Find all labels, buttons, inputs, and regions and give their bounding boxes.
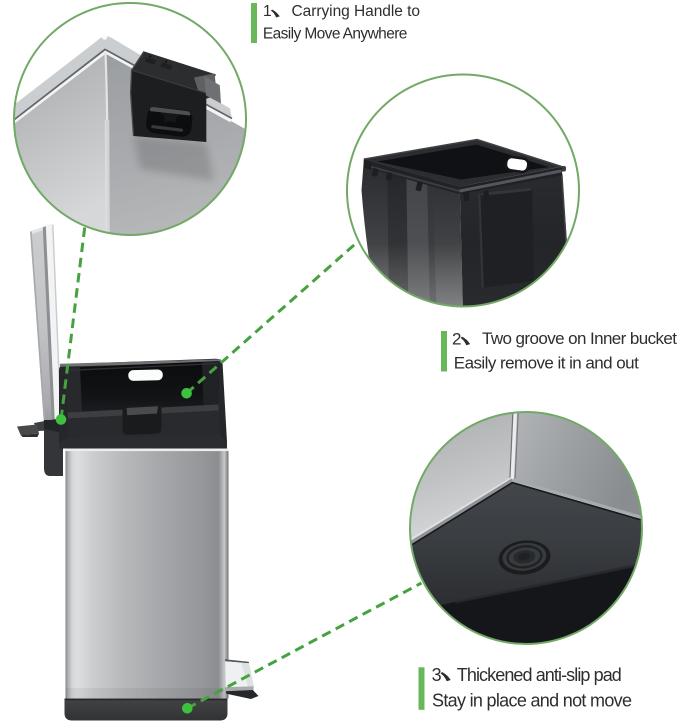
svg-text:Thickened anti-slip pad: Thickened anti-slip pad (457, 665, 622, 685)
svg-text:Carrying Handle to: Carrying Handle to (292, 3, 421, 20)
svg-text:3: 3 (432, 665, 442, 685)
svg-text:Stay in place and not move: Stay in place and not move (432, 690, 632, 710)
svg-text:Easily remove it in and out: Easily remove it in and out (454, 354, 639, 373)
svg-text:Easily Move Anywhere: Easily Move Anywhere (263, 26, 408, 43)
svg-text:Two groove on Inner bucket: Two groove on Inner bucket (482, 329, 677, 348)
svg-text:2: 2 (452, 330, 461, 349)
svg-text:1: 1 (263, 3, 272, 20)
